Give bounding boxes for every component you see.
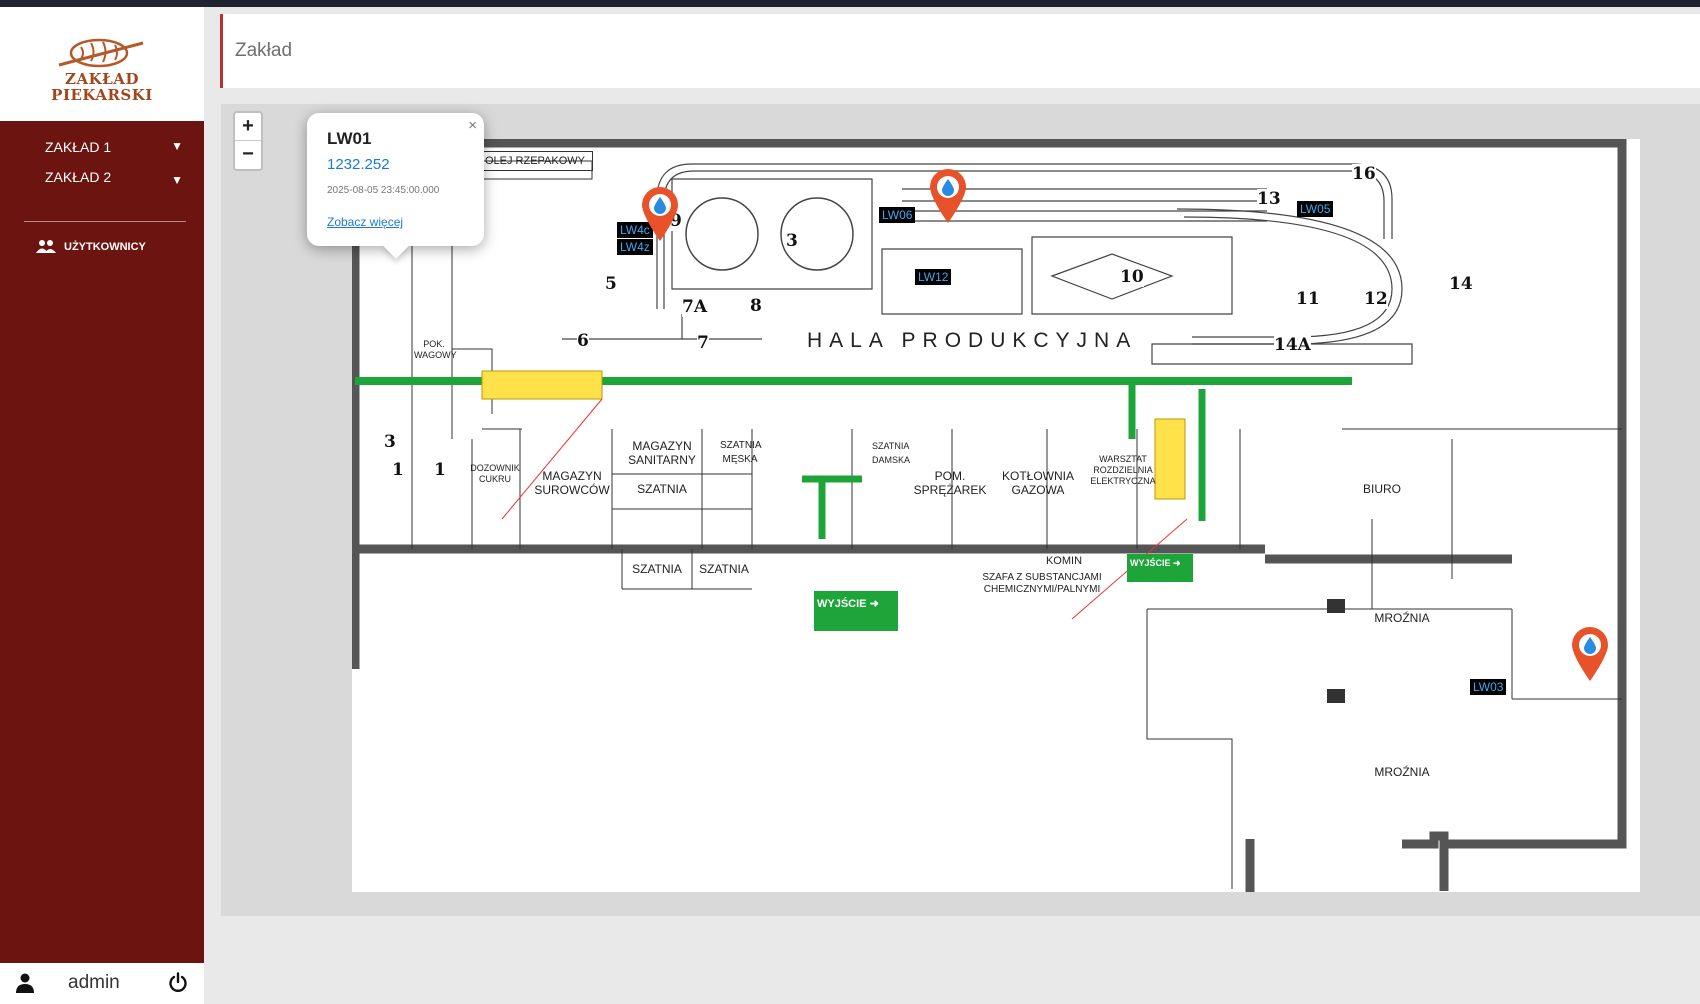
sensor-tag-lw05[interactable]: LW05 xyxy=(1297,201,1334,217)
label-olej-rzepakowy: OLEJ RZEPAKOWY xyxy=(477,151,593,171)
logo[interactable]: ZAKŁAD PIEKARSKI xyxy=(0,7,204,121)
machine-number: 7 xyxy=(697,333,709,353)
exit-sign-label: WYJŚCIE xyxy=(817,598,867,610)
label-szatnia-damska: SZATNIA DAMSKA xyxy=(872,441,911,465)
machine-number: 8 xyxy=(750,296,762,316)
map-marker-water-icon[interactable] xyxy=(1570,626,1610,682)
popup-timestamp: 2025-08-05 23:45:00.000 xyxy=(327,185,440,196)
sidebar-divider xyxy=(24,221,186,222)
page-header: Zakład xyxy=(220,14,1700,88)
sensor-tag-lw4c[interactable]: LW4c xyxy=(617,222,653,238)
label-kotlownia: KOTŁOWNIA GAZOWA xyxy=(1002,469,1075,497)
floor-plan-drawing xyxy=(350,138,1627,894)
popup-value: 1232.252 xyxy=(327,156,390,173)
caret-down-icon: ▼ xyxy=(171,139,183,153)
sensor-tag-lw12[interactable]: LW12 xyxy=(915,269,952,285)
sensor-tag-lw4z[interactable]: LW4z xyxy=(617,239,653,255)
logo-text-line2: PIEKARSKI xyxy=(51,86,153,104)
machine-number: 7A xyxy=(682,297,708,317)
label-pom-sprezarek: POM. SPRĘŻAREK xyxy=(913,469,987,497)
label-dozownik: DOZOWNIK CUKRU xyxy=(470,463,520,484)
machine-number: 14A xyxy=(1274,335,1311,355)
label-biuro: BIURO xyxy=(1362,482,1401,496)
caret-down-icon: ▼ xyxy=(171,173,183,187)
machine-number: 11 xyxy=(1296,289,1320,309)
machine-number: 3 xyxy=(786,231,798,251)
label-szatnia: SZATNIA xyxy=(637,482,687,496)
exit-sign: WYJŚCIE ➜ xyxy=(814,591,898,631)
label-hala-produkcyjna: HALA PRODUKCYJNA xyxy=(807,329,1138,352)
power-icon[interactable] xyxy=(168,972,188,993)
machine-number: 12 xyxy=(1364,289,1388,309)
user-icon xyxy=(16,973,34,993)
sidebar-item-users[interactable]: UŻYTKOWNICY xyxy=(36,239,146,255)
logo-text-line1: ZAKŁAD xyxy=(65,70,139,88)
exit-sign: WYJŚCIE ➜ xyxy=(1127,554,1193,582)
map-marker-water-icon[interactable] xyxy=(928,168,968,224)
machine-number: 1 xyxy=(392,460,404,480)
label-mroznia-1: MROŹNIA xyxy=(1374,611,1430,625)
room-number: 3 xyxy=(384,432,396,452)
sensor-tag-lw06[interactable]: LW06 xyxy=(879,207,916,223)
users-icon xyxy=(36,240,56,253)
machine-number: 6 xyxy=(577,331,589,351)
popup-title: LW01 xyxy=(327,129,372,148)
page-title: Zakład xyxy=(235,40,293,61)
sidebar-item-zaklad-1[interactable]: ZAKŁAD 1 ▼ xyxy=(45,139,195,155)
bread-logo-icon xyxy=(58,38,144,68)
zoom-in-button[interactable]: + xyxy=(235,113,261,141)
zoom-out-button[interactable]: − xyxy=(242,143,254,165)
label-magazyn-sanitarny: MAGAZYN SANITARNY xyxy=(628,439,696,467)
machine-number: 10 xyxy=(1120,267,1144,287)
label-magazyn-surowcow: MAGAZYN SUROWCÓW xyxy=(534,469,610,497)
sidebar: ZAKŁAD PIEKARSKI ZAKŁAD 1 ▼ ZAKŁAD 2 ▼ U… xyxy=(0,7,204,1004)
label-szatnia-meska: SZATNIA MĘSKA xyxy=(720,440,762,465)
label-komin: KOMIN xyxy=(1045,555,1083,567)
map-marker-water-icon[interactable] xyxy=(640,186,680,242)
exit-sign-label: WYJŚCIE xyxy=(1130,558,1171,568)
label-szatnia-3: SZATNIA xyxy=(699,562,749,576)
machine-number: 9 xyxy=(670,211,682,231)
machine-number: 1 xyxy=(434,460,446,480)
sidebar-item-zaklad-2[interactable]: ZAKŁAD 2 ▼ xyxy=(45,169,195,187)
label-szatnia-2: SZATNIA xyxy=(632,562,682,576)
machine-number: 5 xyxy=(605,274,617,294)
popup-close-button[interactable]: × xyxy=(468,117,477,134)
label-szafa: SZAFA Z SUBSTANCJAMI CHEMICZNYMI/PALNYMI xyxy=(982,572,1102,595)
username: admin xyxy=(68,972,120,993)
machine-number: 16 xyxy=(1352,164,1376,184)
user-bar: admin xyxy=(0,963,204,1004)
sidebar-item-label: UŻYTKOWNICY xyxy=(64,241,146,253)
sensor-popup: × LW01 1232.252 2025-08-05 23:45:00.000 … xyxy=(307,113,484,259)
zoom-control: + − xyxy=(233,111,263,171)
popup-more-link[interactable]: Zobacz więcej xyxy=(327,215,404,229)
window-top-bar xyxy=(0,0,1700,7)
floor-plan-map[interactable]: OLEJ RZEPAKOWY HALA PRODUKCYJNA MAGAZYN … xyxy=(350,138,1640,894)
sensor-tag-lw03[interactable]: LW03 xyxy=(1470,679,1507,695)
sidebar-item-label: ZAKŁAD 2 xyxy=(45,169,112,185)
label-pok-wagowy: POK. WAGOWY xyxy=(414,339,457,360)
label-mroznia-2: MROŹNIA xyxy=(1374,765,1430,779)
sidebar-item-label: ZAKŁAD 1 xyxy=(45,139,112,155)
machine-number: 14 xyxy=(1449,274,1473,294)
machine-number: 13 xyxy=(1257,189,1281,209)
label-warsztat: WARSZTAT ROZDZIELNIA ELEKTRYCZNA xyxy=(1090,454,1156,486)
